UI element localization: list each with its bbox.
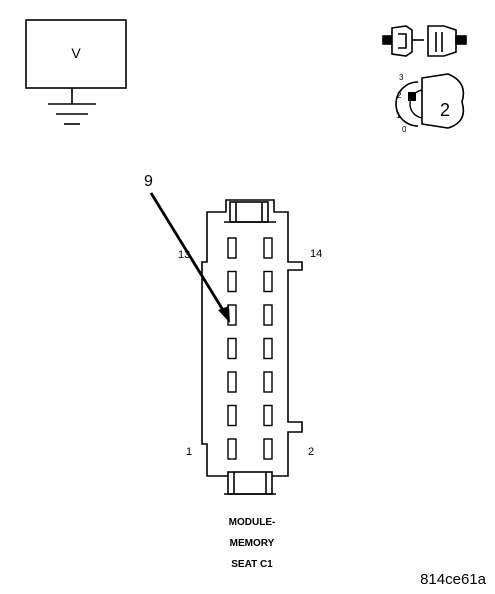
pin-cavity [263, 337, 273, 360]
connector-body [201, 199, 303, 495]
pin-cavities [227, 237, 273, 460]
connector-disconnect-icon [382, 25, 467, 57]
pin-cavity [227, 438, 237, 460]
connector-name-line2: MEMORY [230, 538, 275, 549]
pin-cavity [263, 404, 273, 427]
callout-arrowhead [218, 306, 230, 323]
key-scale-0: 0 [402, 125, 407, 134]
pin-cavity [227, 237, 237, 259]
key-scale-3: 3 [399, 73, 404, 82]
pin-cavity [263, 438, 273, 460]
voltmeter-box [25, 19, 127, 89]
pin-callout: 9 [144, 173, 230, 323]
callout-label: 9 [144, 173, 153, 190]
ignition-key-icon: 3 2 1 0 2 [395, 73, 465, 134]
pin-cavity [263, 270, 273, 293]
callout-leader-line [149, 192, 228, 316]
pin-cavity [263, 371, 273, 393]
pin-cavity [227, 371, 237, 393]
key-scale-1: 1 [396, 111, 401, 120]
pin-cavity [227, 337, 237, 360]
key-position-label: 2 [440, 100, 450, 120]
connector-name-line3: SEAT C1 [231, 559, 273, 570]
pin-label-14: 14 [310, 248, 322, 260]
pin-label-2: 2 [308, 446, 314, 458]
key-position-marker [408, 92, 416, 101]
pin-cavity [263, 237, 273, 259]
pin-cavity [227, 404, 237, 427]
pin-label-1: 1 [186, 446, 192, 458]
voltmeter-label: V [71, 45, 81, 61]
connector-name-line1: MODULE- [229, 517, 276, 528]
voltmeter-symbol: V [25, 19, 127, 125]
pin-cavity [227, 270, 237, 293]
pin-cavity [263, 304, 273, 326]
connector-name: MODULE- MEMORY SEAT C1 [229, 517, 276, 570]
figure-id: 814ce61a [420, 571, 487, 588]
key-scale-2: 2 [397, 91, 402, 100]
ground-icon [48, 88, 96, 125]
